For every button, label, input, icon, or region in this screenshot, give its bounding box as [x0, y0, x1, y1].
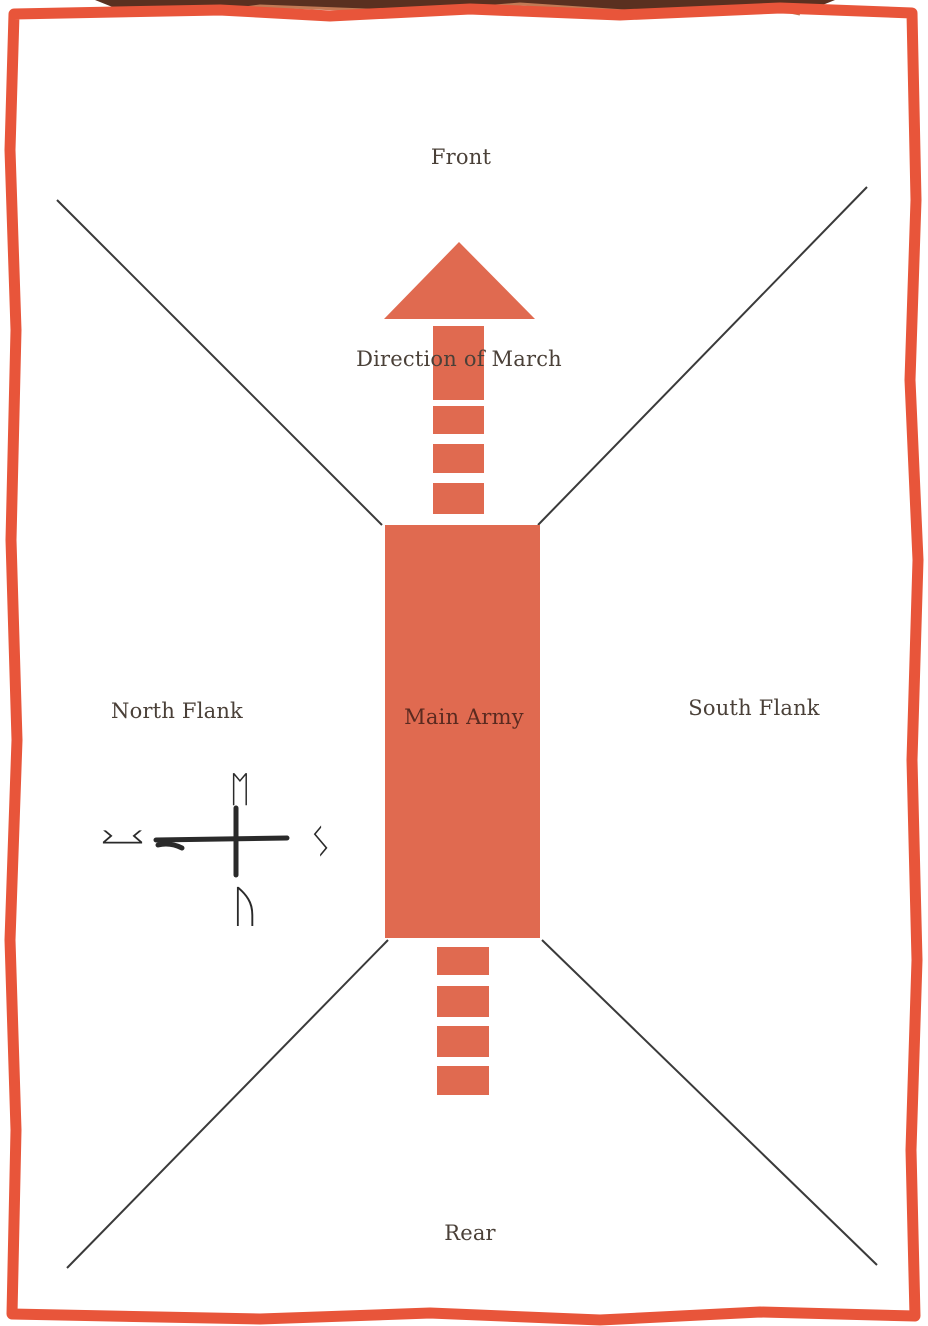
compass-north-glyph: ᛖ [229, 770, 251, 811]
compass-south-glyph: ᚢ [232, 882, 259, 933]
rear-block-4 [437, 1066, 489, 1095]
label-north-flank: North Flank [111, 699, 243, 723]
diagonal-top-left [57, 200, 382, 525]
compass-east-glyph: ᛊ [309, 820, 332, 864]
compass-rose [156, 808, 287, 875]
rear-block-1 [437, 947, 489, 975]
diagonal-bottom-left [67, 940, 388, 1268]
forward-block-2 [433, 406, 484, 434]
rear-column [437, 947, 489, 1095]
compass-west-glyph: ᛈ [98, 824, 149, 851]
main-army-block [385, 525, 540, 938]
diagonal-top-right [538, 187, 867, 525]
rear-block-3 [437, 1026, 489, 1057]
label-rear: Rear [444, 1221, 496, 1245]
label-south-flank: South Flank [688, 696, 819, 720]
march-arrow-head [384, 242, 535, 319]
label-direction-of-march: Direction of March [356, 347, 562, 371]
forward-block-3 [433, 444, 484, 473]
forward-block-4 [433, 483, 484, 514]
label-main-army: Main Army [404, 705, 524, 729]
label-front: Front [431, 145, 491, 169]
diagonal-bottom-right [542, 940, 877, 1265]
rear-block-2 [437, 986, 489, 1017]
